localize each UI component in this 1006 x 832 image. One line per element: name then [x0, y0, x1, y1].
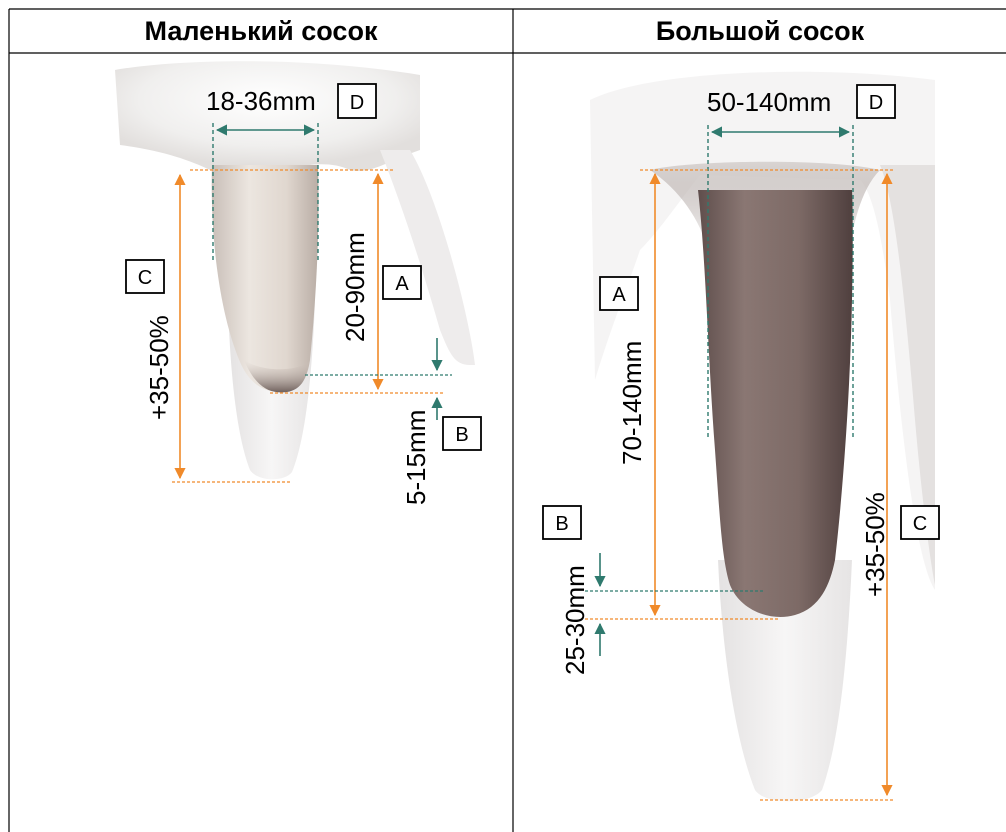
large-length-letter: A [612, 284, 626, 306]
small-tip-letter: B [455, 424, 468, 446]
large-width-letter: D [869, 92, 883, 114]
header-large-teat: Большой сосок [514, 9, 1006, 53]
adjacent-teat-shape [380, 150, 475, 365]
large-extension-letter: C [913, 513, 927, 535]
small-width-letter: D [350, 92, 364, 114]
large-length-label: 70-140mm [617, 341, 647, 465]
small-tip-label: 5-15mm [401, 410, 431, 505]
small-width-label: 18-36mm [206, 86, 316, 116]
large-tip-letter: B [555, 513, 568, 535]
small-length-label: 20-90mm [340, 232, 370, 342]
large-extension-label: +35-50% [860, 492, 890, 597]
small-extension-label: +35-50% [144, 315, 174, 420]
small-extension-letter: C [138, 267, 152, 289]
large-width-label: 50-140mm [707, 87, 831, 117]
header-small-teat: Маленький сосок [9, 9, 513, 53]
small-length-letter: A [395, 273, 409, 295]
large-teat-body [698, 190, 853, 617]
small-teat-body [212, 165, 319, 392]
large-tip-label: 25-30mm [560, 565, 590, 675]
